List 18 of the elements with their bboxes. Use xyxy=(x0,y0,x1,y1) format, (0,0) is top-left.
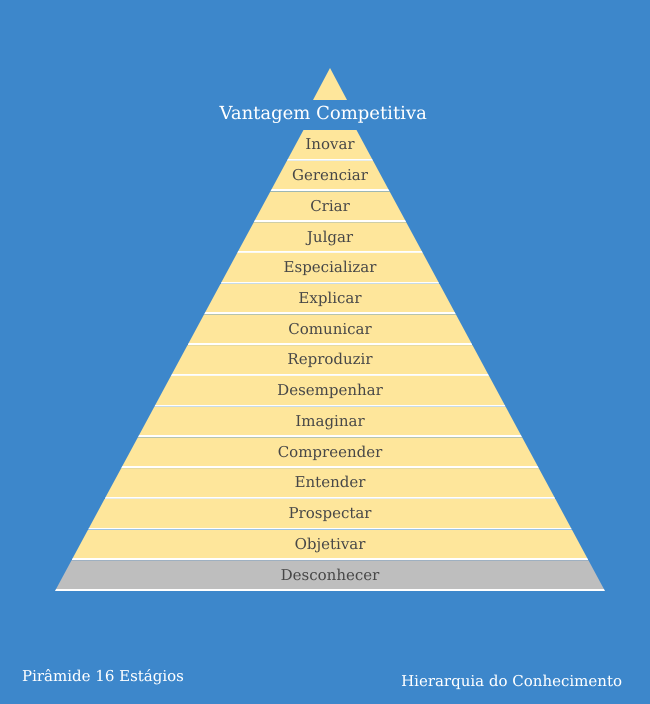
stage-label: Gerenciar xyxy=(292,166,368,184)
stage-label: Imaginar xyxy=(295,412,365,430)
stage-label: Compreender xyxy=(278,442,382,461)
stage-label: Desempenhar xyxy=(277,381,383,400)
apex-caption: Vantagem Competitiva xyxy=(220,103,427,125)
stage-label: Explicar xyxy=(298,289,362,308)
stage-label: Objetivar xyxy=(294,534,366,553)
stage-label: Prospectar xyxy=(288,504,372,522)
stage-label: Comunicar xyxy=(288,320,372,338)
stage-label: Julgar xyxy=(306,228,354,246)
stage-label: Entender xyxy=(294,473,366,492)
stage-label: Inovar xyxy=(305,135,355,154)
stage-label: Desconhecer xyxy=(280,566,380,584)
stage-label: Criar xyxy=(310,196,350,215)
pyramid-title: Pirâmide 16 Estágios xyxy=(22,667,184,686)
footer-note: Hierarquia do Conhecimento xyxy=(401,672,622,691)
stage-label: Especializar xyxy=(284,258,376,276)
stage-label: Reproduzir xyxy=(287,350,373,368)
